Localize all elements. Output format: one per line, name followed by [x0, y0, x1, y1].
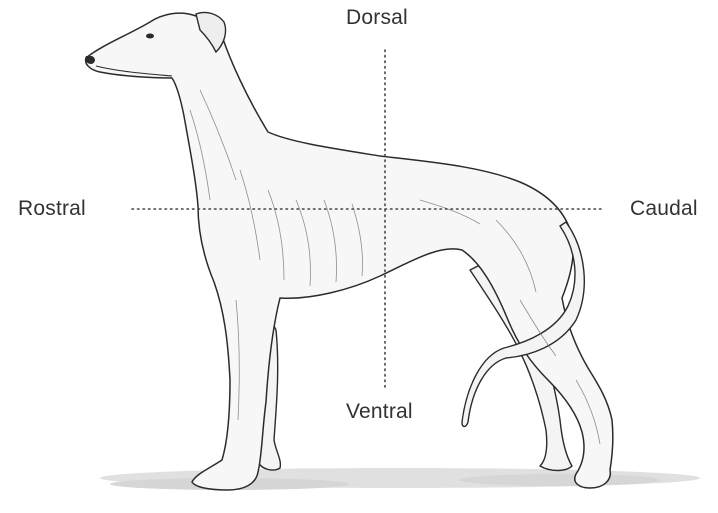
nose: [85, 56, 95, 64]
tail: [461, 221, 585, 428]
dog-body: [84, 12, 614, 491]
eye: [146, 33, 154, 39]
label-rostral: Rostral: [18, 197, 86, 220]
ear: [195, 11, 227, 54]
shading-strokes: [189, 89, 601, 445]
label-caudal: Caudal: [630, 197, 698, 220]
mouth-line: [95, 65, 173, 77]
axis-lines: [131, 49, 605, 389]
label-ventral: Ventral: [346, 400, 413, 423]
label-dorsal: Dorsal: [346, 6, 408, 29]
